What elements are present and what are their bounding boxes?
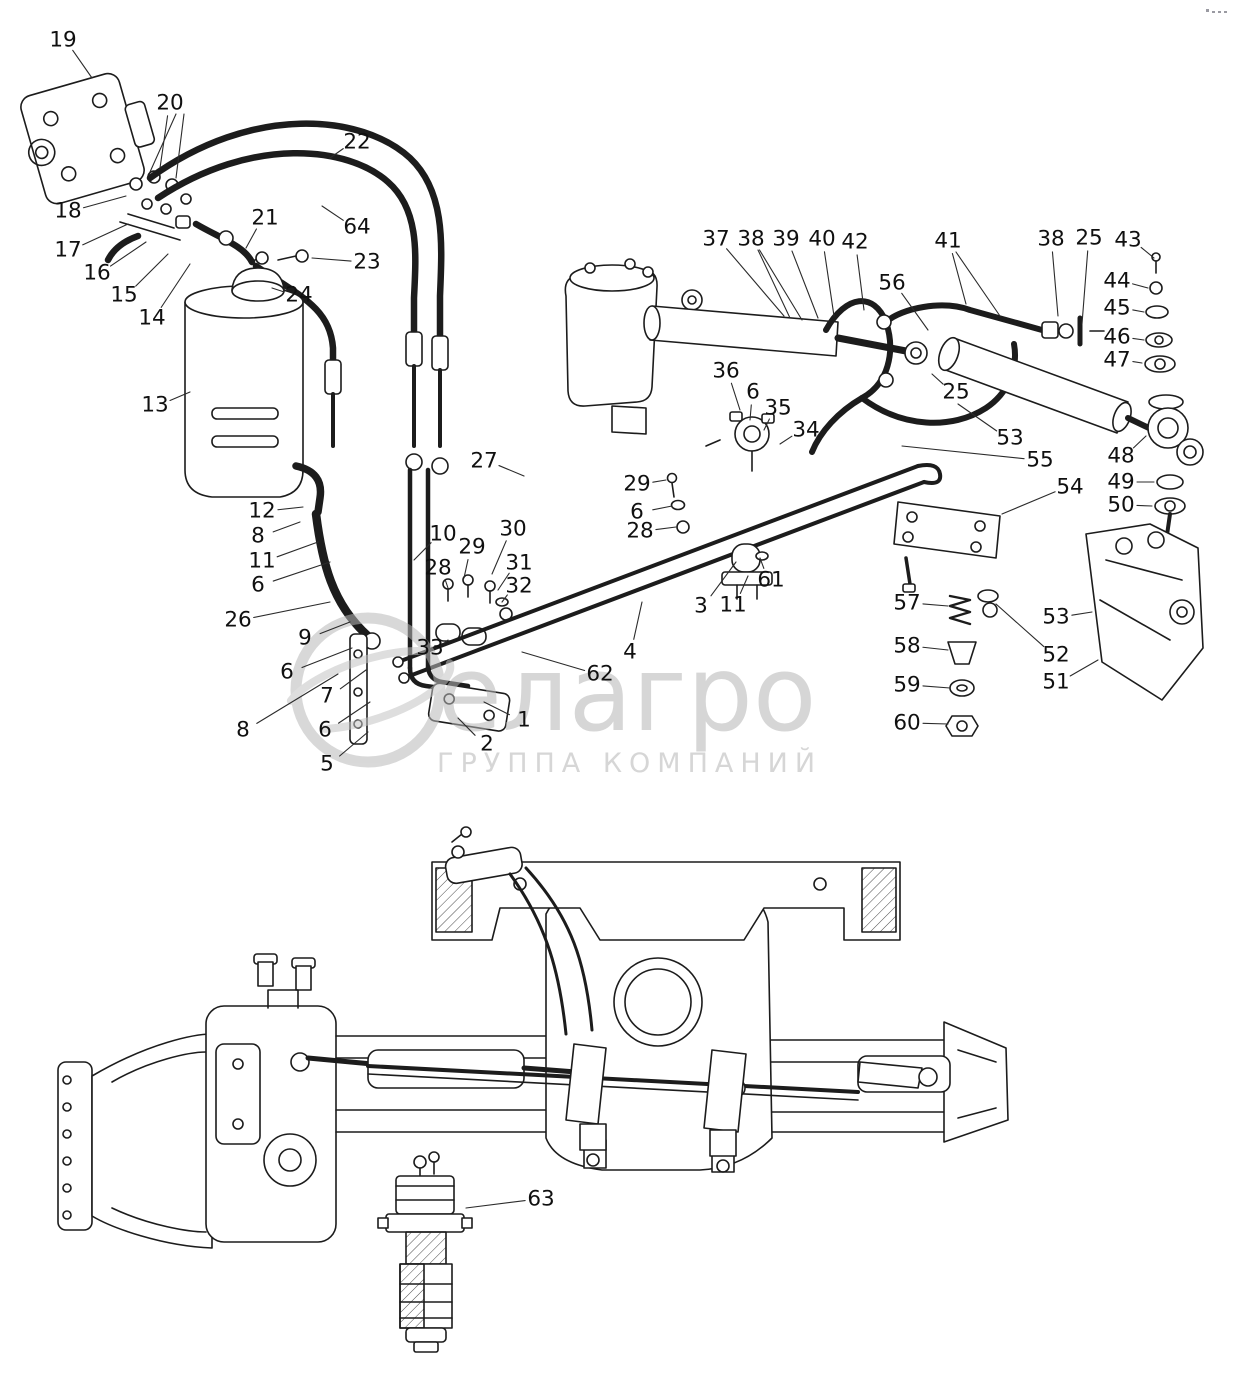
extra-leader-lines: [149, 113, 1001, 319]
pressure-hoses: [146, 120, 449, 448]
watermark-subtext: ГРУППА КОМПАНИЙ: [437, 747, 822, 779]
anchor-plate: [893, 501, 1001, 618]
ball-joint-stack: [1144, 252, 1204, 544]
watermark: елагро ГРУППА КОМПАНИЙ: [281, 612, 822, 779]
steering-knuckle: [1085, 523, 1204, 701]
oil-tank: [184, 267, 381, 650]
hydraulic-unit-63: [377, 1151, 473, 1353]
right-steering-cylinder: [937, 336, 1181, 445]
small-parts-column: [945, 594, 979, 737]
control-valve: [705, 411, 775, 472]
steering-gear: [564, 258, 703, 435]
watermark-text: елагро: [438, 633, 816, 755]
fastener-set: [666, 472, 690, 534]
callout-leader-lines: [72, 49, 1155, 1209]
corner-mark: [1206, 9, 1227, 13]
power-cylinder: [643, 305, 928, 365]
front-axle-figure: [57, 826, 1009, 1353]
long-oil-pipes: [392, 463, 943, 684]
steering-metering-unit: [20, 72, 156, 205]
